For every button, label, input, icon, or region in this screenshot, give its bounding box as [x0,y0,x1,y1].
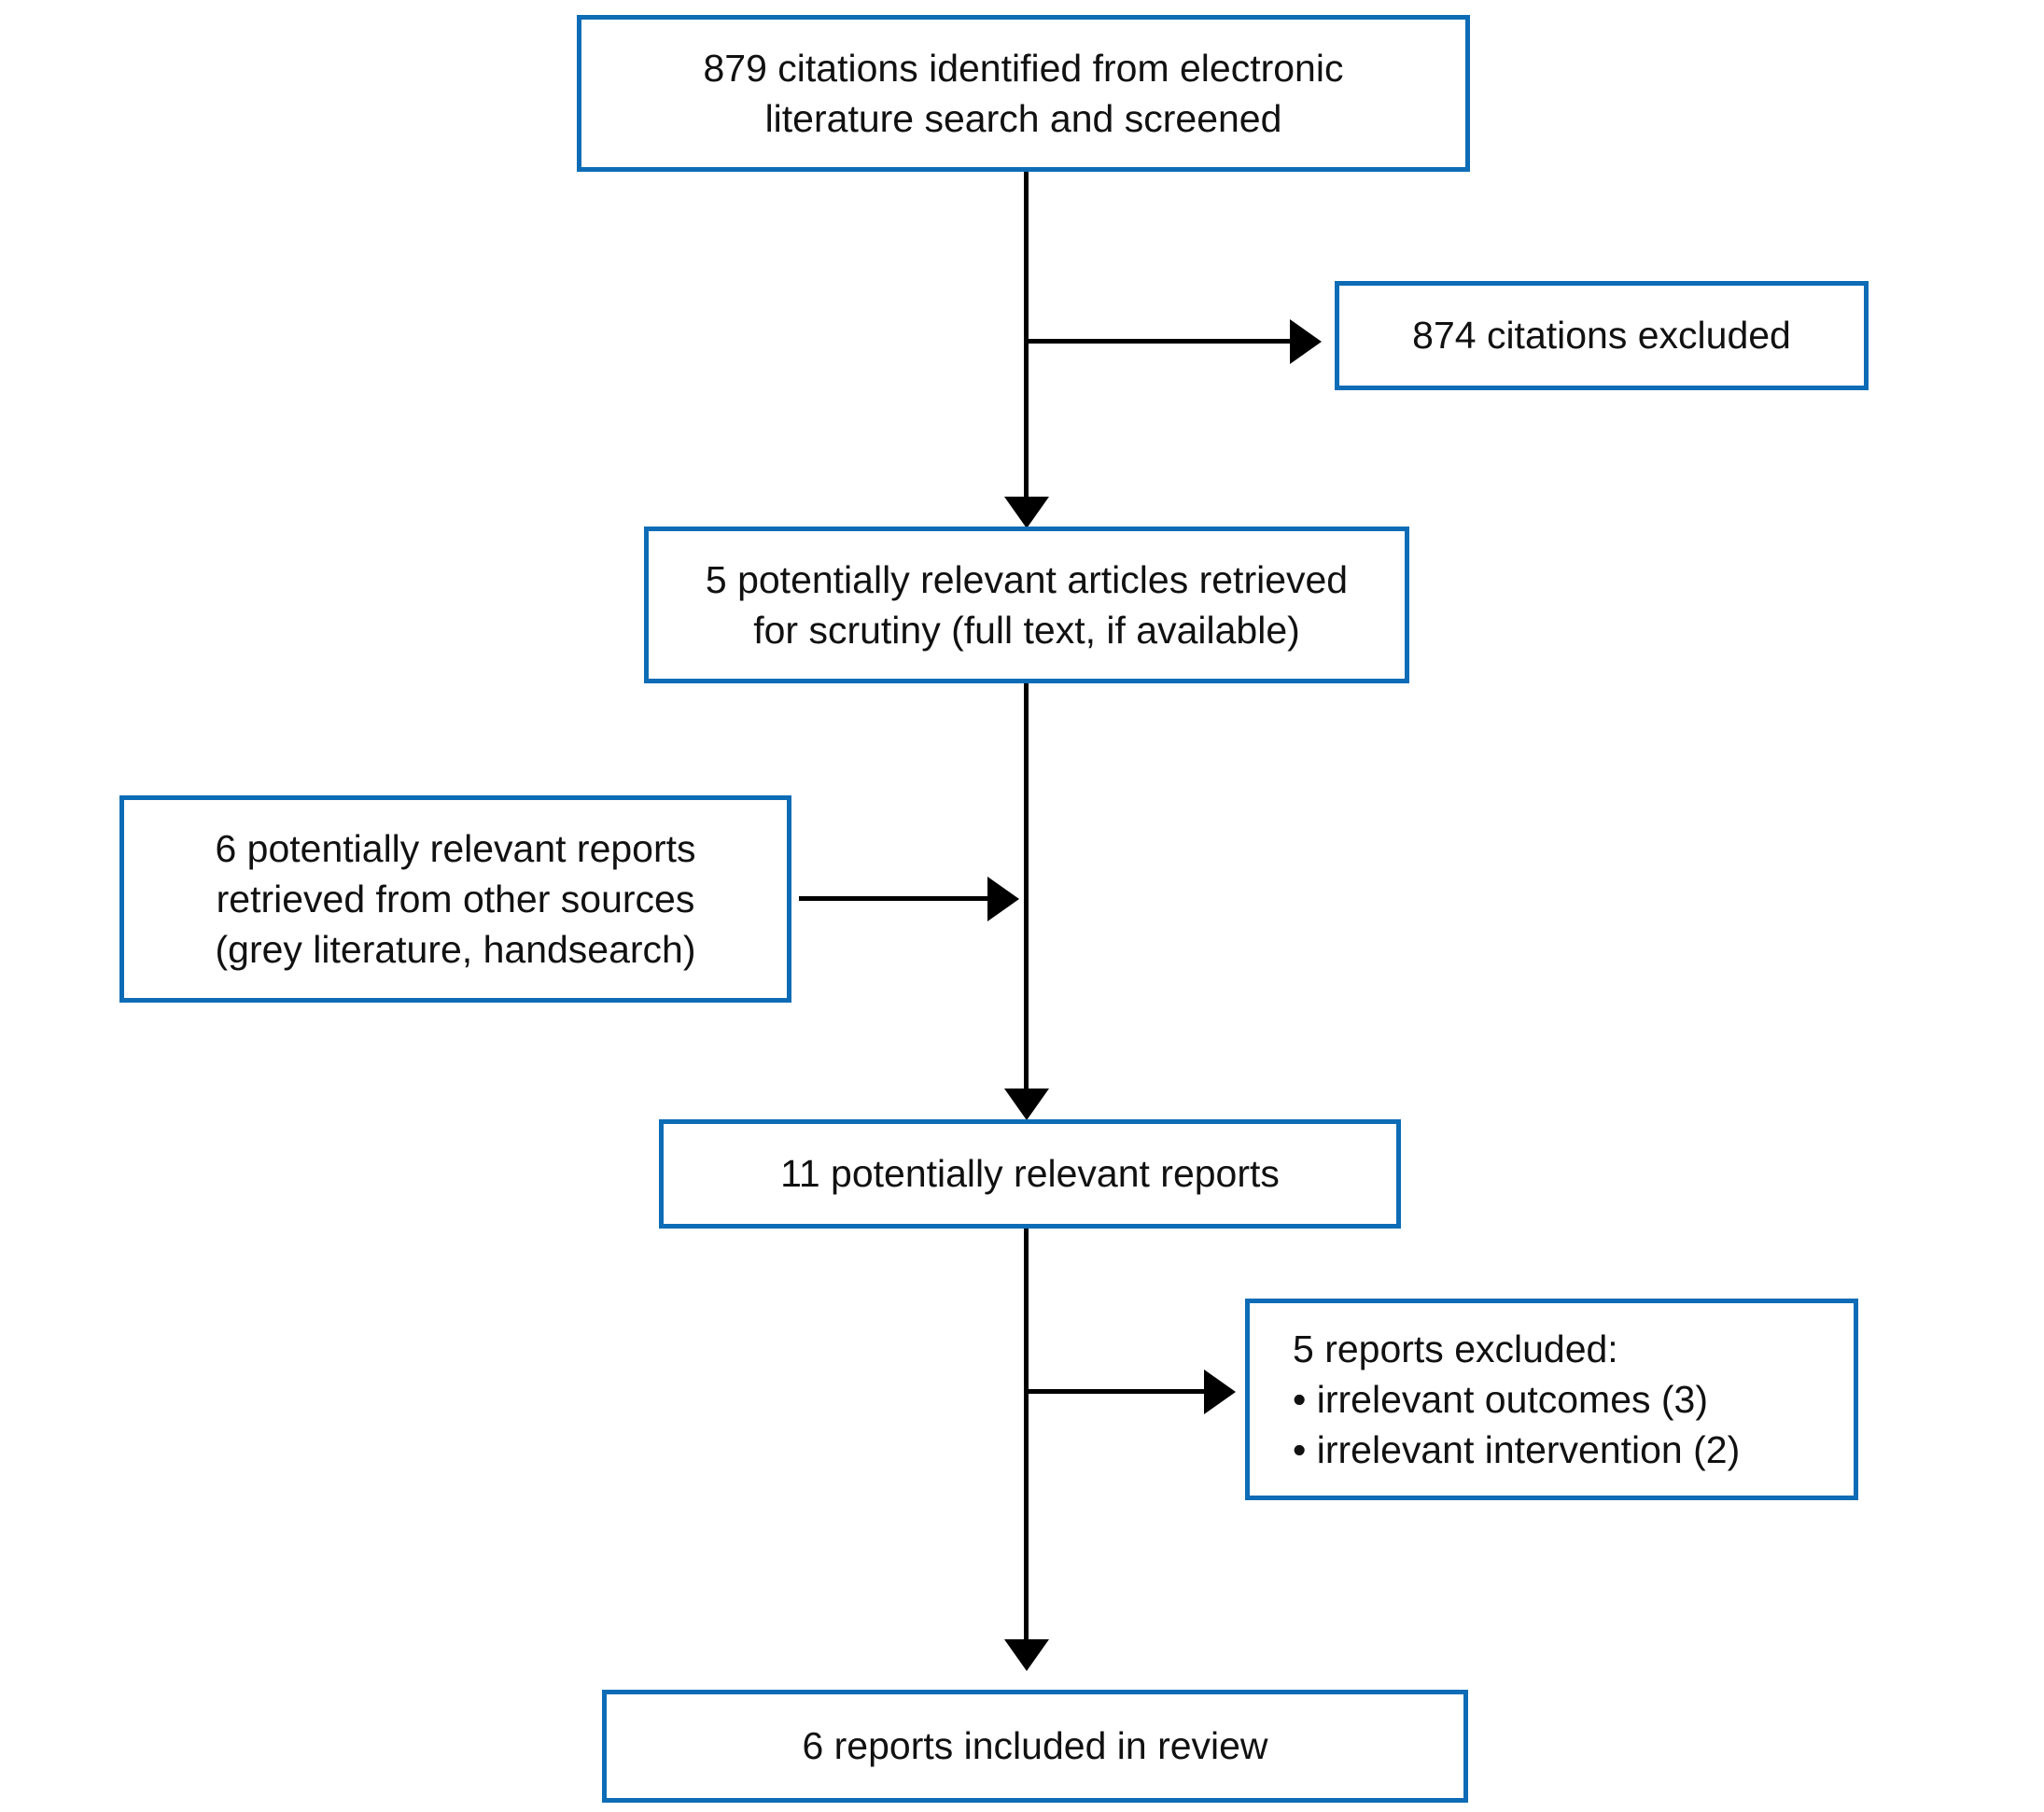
node-reports-included: 6 reports included in review [602,1690,1468,1803]
connector-identified-to-retrieved [1024,172,1029,497]
node-text-line: for scrutiny (full text, if available) [753,609,1300,652]
node-text-line: (grey literature, handsearch) [215,928,696,972]
node-text-line: 874 citations excluded [1412,314,1791,358]
node-text-line: 6 potentially relevant reports [215,826,696,870]
node-articles-retrieved: 5 potentially relevant articles retrieve… [644,527,1409,683]
node-text-line: 879 citations identified from electronic [703,46,1344,90]
node-reports-excluded: 5 reports excluded: • irrelevant outcome… [1245,1299,1858,1500]
node-potentially-relevant-reports: 11 potentially relevant reports [659,1119,1401,1229]
node-text-line: 5 potentially relevant articles retrieve… [705,557,1349,601]
arrowhead-right-icon [987,877,1019,921]
node-text-line: • irrelevant outcomes (3) [1293,1377,1709,1421]
node-text-line: 6 reports included in review [802,1724,1268,1768]
node-citations-excluded: 874 citations excluded [1335,281,1869,390]
connector-to-reports-excluded [1026,1389,1204,1394]
node-text-line: 5 reports excluded: [1293,1327,1618,1370]
node-citations-identified: 879 citations identified from electronic… [577,15,1470,172]
arrowhead-right-icon [1204,1370,1236,1414]
arrowhead-right-icon [1290,319,1322,364]
arrowhead-down-icon [1004,1639,1049,1671]
arrowhead-down-icon [1004,1089,1049,1120]
connector-other-sources-to-main [799,896,987,901]
node-other-sources: 6 potentially relevant reports retrieved… [119,795,791,1003]
node-text-line: retrieved from other sources [216,877,695,920]
connector-relevant-to-included [1024,1229,1029,1639]
connector-to-citations-excluded [1026,339,1290,344]
arrowhead-down-icon [1004,497,1049,528]
node-text-line: literature search and screened [764,97,1282,140]
node-text-line: • irrelevant intervention (2) [1293,1428,1741,1472]
node-text-line: 11 potentially relevant reports [780,1152,1280,1196]
connector-retrieved-to-relevant [1024,683,1029,1089]
